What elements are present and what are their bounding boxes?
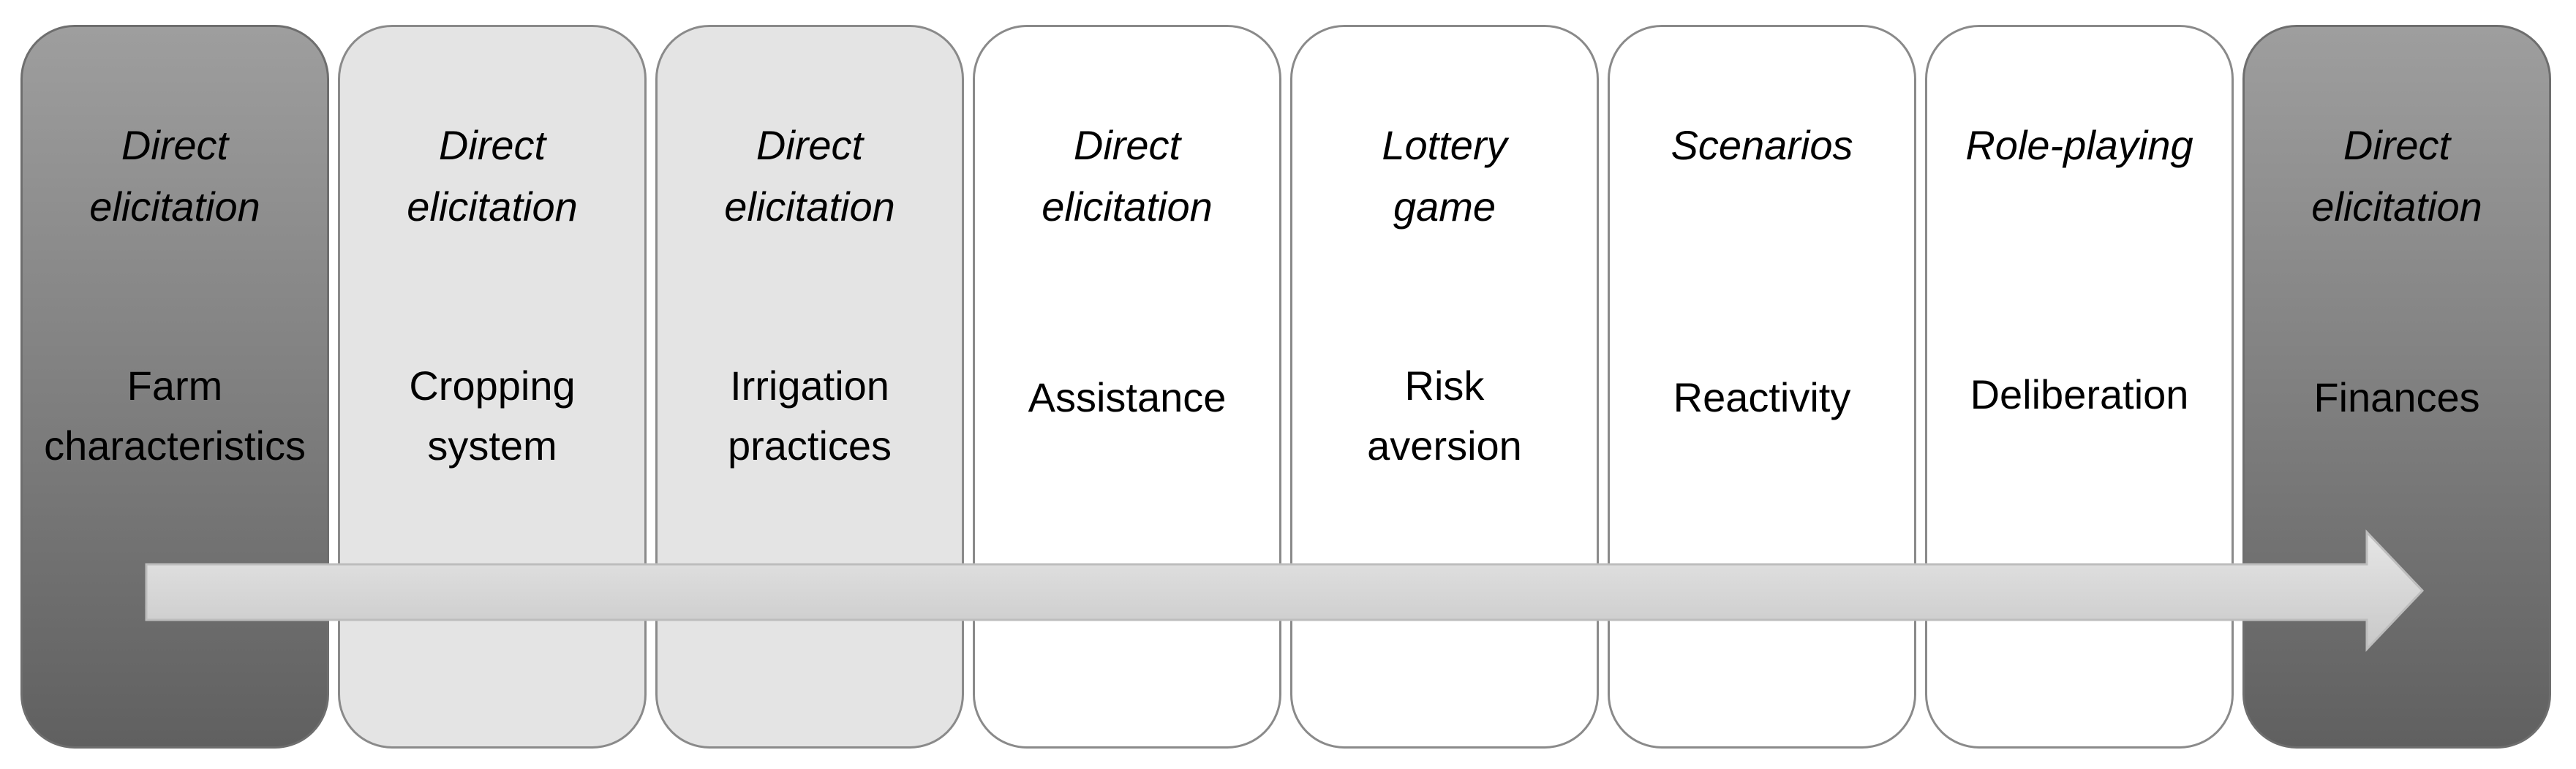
stage-risk-aversion: Lottery game Risk aversion	[1290, 25, 1599, 749]
stage-topic: Cropping system	[409, 363, 576, 469]
stage-method: Lottery game	[1382, 122, 1507, 230]
stage-method: Direct elicitation	[1042, 122, 1213, 230]
stage-cropping-system: Direct elicitation Cropping system	[338, 25, 647, 749]
stage-deliberation: Role-playing Deliberation	[1925, 25, 2234, 749]
stage-reactivity: Scenarios Reactivity	[1608, 25, 1916, 749]
stage-topic: Finances	[2313, 374, 2480, 420]
stage-method: Role-playing	[1965, 122, 2193, 168]
stage-method: Direct elicitation	[724, 122, 895, 230]
stage-method: Scenarios	[1671, 122, 1853, 168]
stage-topic: Reactivity	[1673, 374, 1851, 420]
stage-method: Direct elicitation	[407, 122, 578, 230]
stage-topic: Deliberation	[1970, 371, 2189, 417]
stage-assistance: Direct elicitation Assistance	[973, 25, 1281, 749]
stage-method: Direct elicitation	[2311, 122, 2482, 230]
stage-topic: Farm characteristics	[44, 363, 306, 469]
stage-topic: Risk aversion	[1367, 363, 1522, 469]
stage-method: Direct elicitation	[89, 122, 260, 230]
stage-irrigation-practices: Direct elicitation Irrigation practices	[655, 25, 964, 749]
stage-topic: Irrigation practices	[727, 363, 892, 469]
stage-finances: Direct elicitation Finances	[2242, 25, 2551, 749]
stage-farm-characteristics: Direct elicitation Farm characteristics	[20, 25, 329, 749]
stage-topic: Assistance	[1028, 374, 1227, 420]
